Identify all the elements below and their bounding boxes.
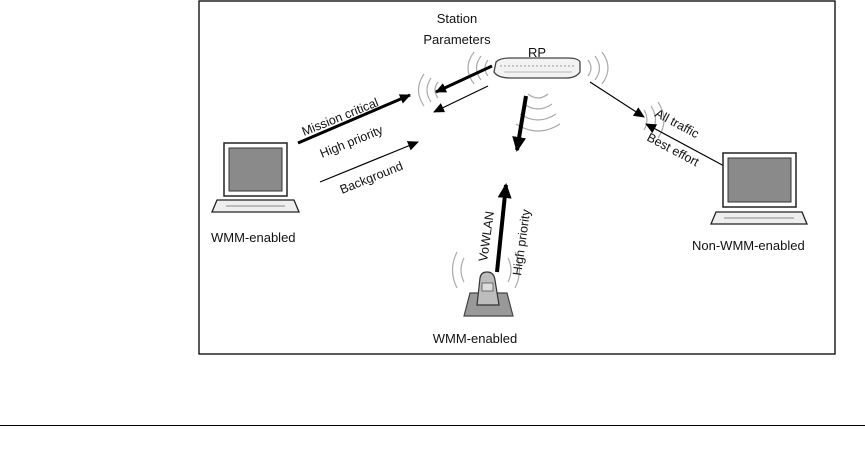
left-client-label: WMM-enabled [211, 230, 296, 245]
mission-critical-arrow [297, 93, 411, 145]
right-laptop-icon [710, 152, 808, 225]
handset-icon [463, 271, 514, 317]
ap-wave-right-icon [587, 51, 609, 85]
vowlan-arrow [495, 183, 512, 273]
ap-to-left-arrow-thin [433, 85, 489, 113]
page-divider [0, 425, 865, 426]
access-point-icon [493, 57, 581, 79]
bottom-client-label: WMM-enabled [433, 331, 518, 346]
ap-label: RP [528, 45, 546, 60]
left-laptop-icon [211, 142, 300, 213]
right-client-label: Non-WMM-enabled [692, 238, 805, 253]
ap-to-left-arrow-bold [435, 64, 493, 94]
station-label: Station [437, 11, 477, 26]
ap-to-handset-arrow [512, 95, 528, 152]
ap-to-right-arrow [589, 81, 645, 118]
vowlan-label: VoWLAN [476, 210, 497, 262]
handset-wave-icon [451, 251, 521, 289]
all-traffic-arrow [645, 123, 727, 168]
parameters-label: Parameters [423, 32, 491, 47]
background-arrow [319, 141, 419, 183]
